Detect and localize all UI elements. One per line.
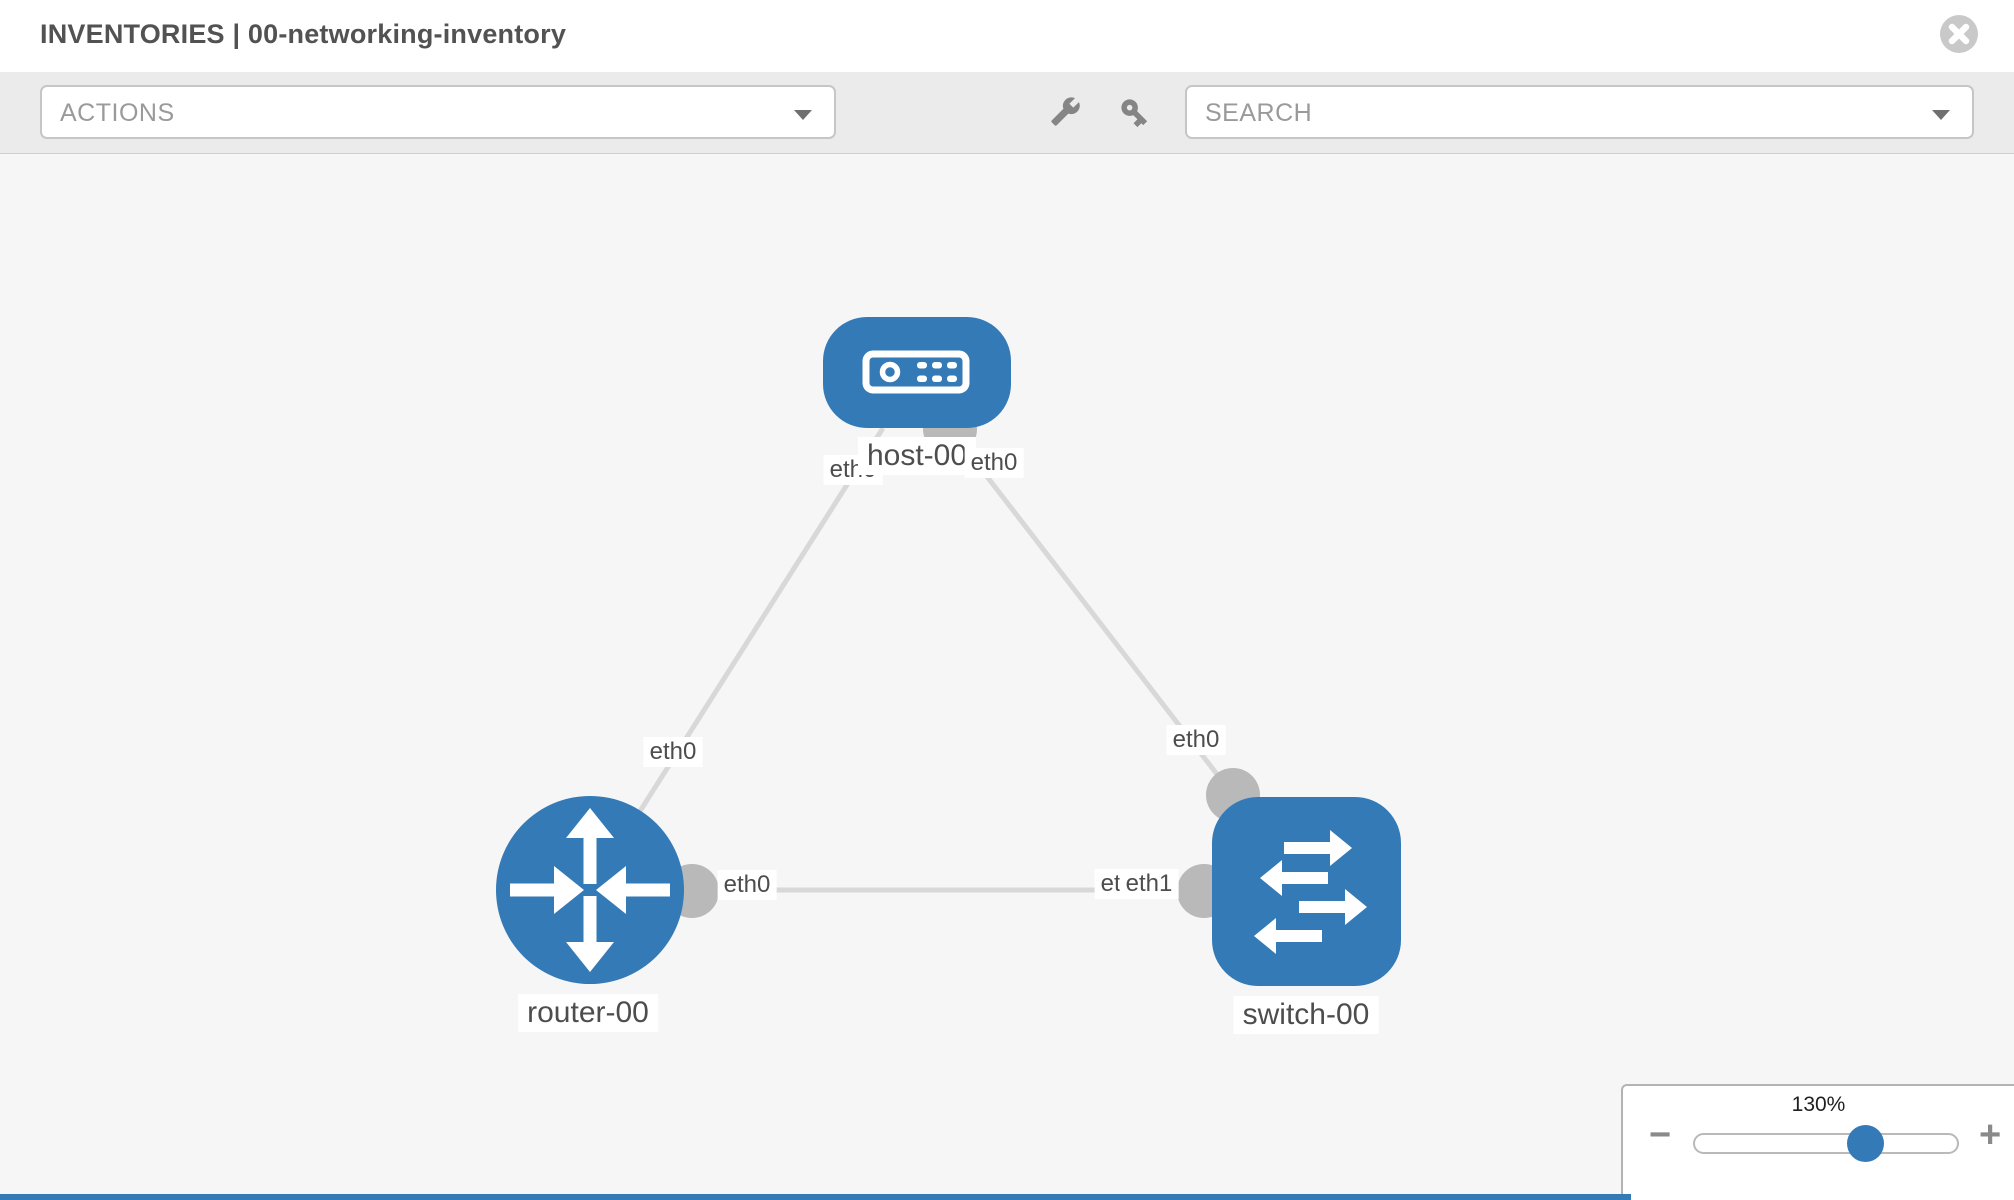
node-host[interactable]: [823, 317, 1011, 428]
actions-dropdown-label: ACTIONS: [60, 99, 175, 127]
search-dropdown[interactable]: SEARCH: [1185, 85, 1974, 139]
switch-arrows-icon: [1254, 830, 1367, 954]
node-label-router: router-00: [518, 994, 658, 1032]
bottom-accent-bar: [0, 1194, 1631, 1200]
interface-label: eth0: [964, 448, 1024, 478]
chevron-down-icon: [794, 110, 812, 120]
node-label-switch: switch-00: [1233, 996, 1379, 1034]
chevron-down-icon: [1932, 110, 1950, 120]
node-label-host: host-00: [857, 437, 977, 475]
node-router[interactable]: [496, 796, 684, 984]
toolbar: ACTIONS SEARCH: [0, 72, 2014, 154]
zoom-slider-handle[interactable]: [1847, 1125, 1884, 1162]
key-icon[interactable]: [1118, 96, 1151, 134]
zoom-level: 130%: [1791, 1093, 1846, 1116]
header: INVENTORIES | 00-networking-inventory: [0, 0, 2014, 72]
interface-label: eth1: [1119, 869, 1179, 899]
node-switch[interactable]: [1212, 797, 1401, 986]
router-arrows-icon: [510, 808, 670, 972]
interface-label: eth0: [643, 737, 703, 767]
topology-canvas[interactable]: eth0 host-00 eth0 eth0 eth0 eth0 eth0 et…: [0, 155, 2014, 1200]
actions-dropdown[interactable]: ACTIONS: [40, 85, 836, 139]
search-dropdown-label: SEARCH: [1205, 99, 1313, 127]
page-title: INVENTORIES | 00-networking-inventory: [40, 19, 567, 49]
zoom-out-button[interactable]: −: [1649, 1114, 1672, 1156]
interface-label: eth0: [717, 870, 777, 900]
interface-label: eth0: [1166, 725, 1226, 755]
topology-svg: [496, 317, 1401, 986]
zoom-slider-track[interactable]: [1693, 1133, 1959, 1154]
zoom-panel: 130% − +: [1621, 1084, 2014, 1200]
close-button[interactable]: [1940, 15, 1978, 53]
zoom-in-button[interactable]: +: [1979, 1114, 2002, 1156]
server-icon: [862, 350, 970, 394]
wrench-icon[interactable]: [1050, 96, 1081, 132]
